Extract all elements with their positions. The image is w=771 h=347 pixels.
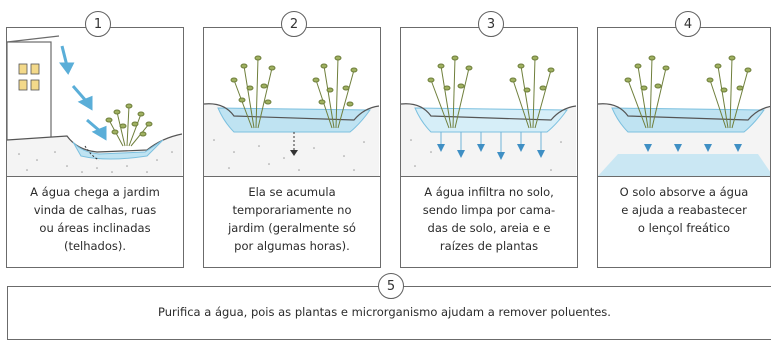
summary-text: Purifica a água, pois as plantas e micro… xyxy=(158,305,611,319)
step-panel-4: O solo absorve a água e ajuda a reabaste… xyxy=(597,27,771,268)
illustration-water-accumulation xyxy=(204,55,379,176)
plant-icon xyxy=(230,55,276,129)
water-pool xyxy=(72,139,164,160)
plant-icon xyxy=(427,55,473,129)
step-panel-1: A água chega a jardim vinda de calhas, r… xyxy=(6,27,184,268)
step-caption-2: Ela se acumula temporariamente no jardim… xyxy=(228,185,356,253)
step-caption-3: A água infiltra no solo, sendo limpa por… xyxy=(422,185,556,253)
plant-icon xyxy=(706,55,752,129)
step-panel-3: A água infiltra no solo, sendo limpa por… xyxy=(400,27,578,268)
panel-divider xyxy=(598,176,770,177)
panel-divider xyxy=(401,176,577,177)
arrow-down-icon xyxy=(644,144,742,152)
arrow-down-icon xyxy=(59,45,107,141)
step-number-3: 3 xyxy=(478,11,504,37)
building-icon xyxy=(7,35,60,147)
illustration-water-infiltration xyxy=(401,55,576,176)
plant-icon xyxy=(105,103,153,147)
step-number-5: 5 xyxy=(378,273,404,299)
step-number-2: 2 xyxy=(281,11,307,37)
step-number-1: 1 xyxy=(85,11,111,37)
plant-icon xyxy=(624,55,670,129)
step-caption-1: A água chega a jardim vinda de calhas, r… xyxy=(30,185,160,253)
groundwater-area xyxy=(598,154,770,176)
plant-icon xyxy=(312,55,358,129)
step-panel-2: Ela se acumula temporariamente no jardim… xyxy=(203,27,381,268)
step-number-4: 4 xyxy=(675,11,701,37)
panel-divider xyxy=(204,176,380,177)
step-caption-4: O solo absorve a água e ajuda a reabaste… xyxy=(619,185,749,235)
panel-divider xyxy=(7,176,183,177)
arrow-down-icon xyxy=(437,144,545,160)
illustration-rainwater-arrival xyxy=(7,35,182,176)
illustration-groundwater-recharge xyxy=(598,55,770,176)
plant-icon xyxy=(509,55,555,129)
